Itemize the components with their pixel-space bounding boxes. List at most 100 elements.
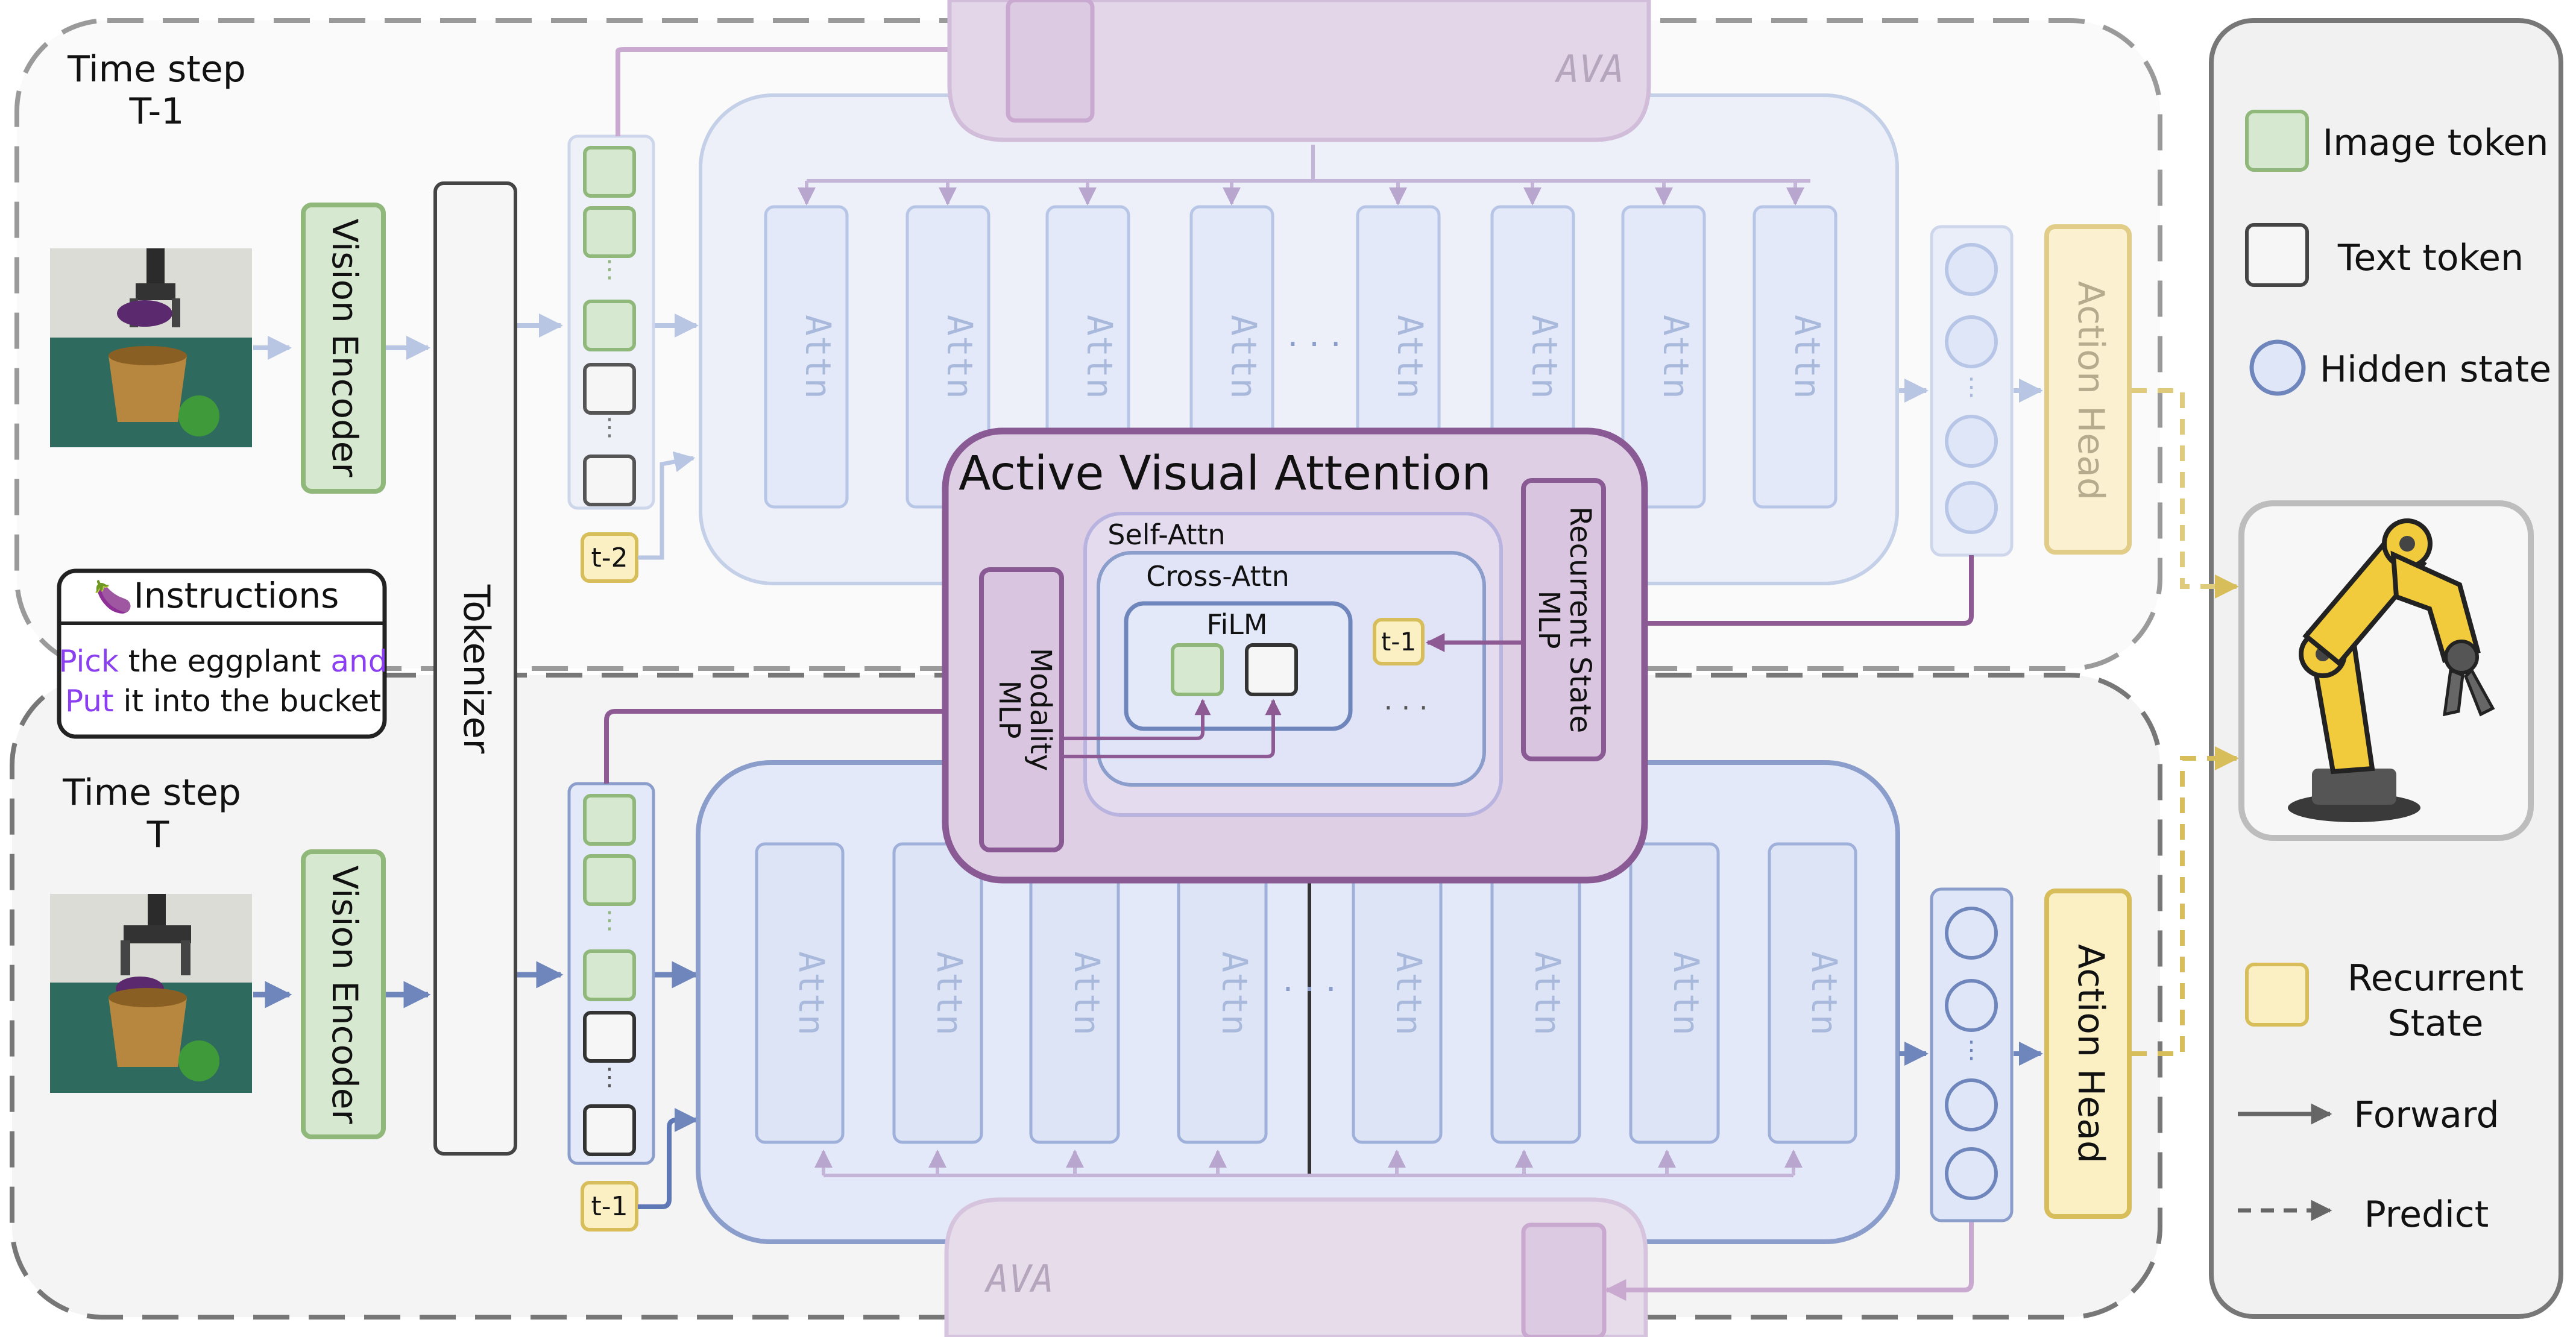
attn-block xyxy=(1629,842,1720,1144)
token-column-prev: ⋮ ⋮ xyxy=(567,134,655,510)
attn-label: Attn xyxy=(1390,315,1431,399)
recurrent-tag-prev xyxy=(581,532,638,583)
hidden-states-curr: ⋮ xyxy=(1930,887,2014,1222)
svg-text:⋮: ⋮ xyxy=(1959,1036,1983,1063)
modality-mlp-line1: Modality xyxy=(1024,648,1057,772)
recurrent-mlp-box xyxy=(1521,478,1606,761)
cross-attn-label: Cross-Attn xyxy=(1146,560,1290,593)
attn-label: Attn xyxy=(798,315,839,399)
legend-text-token-swatch xyxy=(2245,223,2309,287)
attn-label: Attn xyxy=(1223,315,1264,399)
tokenizer-block xyxy=(433,181,517,1156)
recurrent-mlp-line2: MLP xyxy=(1532,590,1566,649)
panel-prev-title-line2: T-1 xyxy=(129,90,184,133)
legend-recurrent-state-swatch xyxy=(2245,963,2309,1027)
self-attn-label: Self-Attn xyxy=(1107,518,1225,551)
robot-photo-prev xyxy=(50,248,252,447)
recurrent-tag-prev-label: t-2 xyxy=(591,543,628,573)
instruction-segment: the eggplant xyxy=(119,644,331,679)
legend: Image token Text token Hidden state Recu… xyxy=(2238,110,2551,1236)
svg-text:⋮: ⋮ xyxy=(1959,373,1983,400)
token-column-curr: ⋮ ⋮ xyxy=(567,782,655,1165)
svg-text:⋮: ⋮ xyxy=(597,414,622,441)
legend-recurrent-state-line2: State xyxy=(2388,1002,2484,1045)
attn-label: Attn xyxy=(1079,315,1120,399)
modality-mlp-box xyxy=(979,567,1064,852)
attn-block xyxy=(764,205,849,509)
vision-encoder-curr xyxy=(301,849,386,1139)
instructions-line1: Pick the eggplant and xyxy=(58,644,387,679)
attn-block xyxy=(755,842,845,1144)
ava-ghost-curr xyxy=(944,1197,1648,1337)
legend-image-token-label: Image token xyxy=(2323,122,2549,164)
attn-label: Attn xyxy=(1066,951,1107,1036)
attn-bus-prev xyxy=(798,145,1810,206)
instructions-title: Instructions xyxy=(134,575,339,616)
panel-curr-title-line1: Time step xyxy=(62,772,241,814)
tokenizer-label: Tokenizer xyxy=(455,584,497,754)
attn-blocks-prev: Attn Attn Attn Attn · · · Attn Attn Attn… xyxy=(764,205,1838,509)
ava-label-curr: AVA xyxy=(984,1257,1054,1301)
svg-text:⋮: ⋮ xyxy=(597,907,622,934)
recurrent-mlp-line1: Recurrent State xyxy=(1563,506,1597,733)
instruction-segment: Pick xyxy=(58,644,118,679)
legend-image-token-swatch xyxy=(2245,110,2309,172)
ava-label-prev: AVA xyxy=(1554,47,1624,91)
action-head-curr xyxy=(2044,889,2132,1219)
instruction-segment: Put xyxy=(65,684,114,719)
action-head-curr-label: Action Head xyxy=(2070,944,2112,1163)
ava-ghost-prev xyxy=(947,0,1651,142)
instruction-segment: and xyxy=(330,644,387,679)
legend-hidden-state-label: Hidden state xyxy=(2320,348,2551,391)
film-box xyxy=(1124,601,1353,731)
svg-text:⋮: ⋮ xyxy=(597,1063,622,1090)
instructions-line2: Put it into the bucket xyxy=(65,684,381,719)
eggplant-icon: 🍆 xyxy=(94,579,133,615)
state-tag xyxy=(1373,618,1425,665)
recurrent-tag-curr-label: t-1 xyxy=(591,1191,628,1222)
state-tag-label: t-1 xyxy=(1381,627,1416,656)
instructions-box: 🍆 Instructions Pick the eggplant and Put… xyxy=(57,568,388,739)
legend-text-token-label: Text token xyxy=(2337,237,2524,279)
modality-mlp-line2: MLP xyxy=(992,680,1026,738)
robot-photo-curr xyxy=(50,894,252,1093)
state-dots: · · · xyxy=(1384,691,1428,724)
attn-block xyxy=(1621,205,1706,509)
instruction-segment: it into the bucket xyxy=(114,684,381,719)
attn-label: Attn xyxy=(929,951,970,1036)
attn-bus-curr xyxy=(814,880,1803,1177)
ava-module-title: Active Visual Attention xyxy=(959,447,1491,501)
action-head-prev-label: Action Head xyxy=(2070,281,2112,500)
attn-block xyxy=(1768,842,1857,1144)
vision-encoder-curr-label: Vision Encoder xyxy=(324,866,365,1124)
attn-ellipsis: · · · xyxy=(1287,325,1341,364)
panel-prev-title-line1: Time step xyxy=(67,48,246,90)
panel-curr-title-line2: T xyxy=(146,814,169,856)
legend-predict-label: Predict xyxy=(2364,1194,2489,1236)
attn-label: Attn xyxy=(1214,951,1255,1036)
attn-label: Attn xyxy=(1804,951,1845,1036)
legend-hidden-state-swatch xyxy=(2249,339,2306,396)
vision-encoder-prev-label: Vision Encoder xyxy=(324,219,365,477)
attn-blocks-curr: Attn Attn Attn Attn · · · Attn Attn Attn… xyxy=(755,842,1857,1144)
svg-text:⋮: ⋮ xyxy=(597,256,622,283)
attn-label: Attn xyxy=(1527,951,1568,1036)
legend-forward-label: Forward xyxy=(2354,1094,2499,1136)
hidden-states-prev: ⋮ xyxy=(1930,225,2014,557)
film-text-token xyxy=(1245,643,1298,696)
action-head-prev xyxy=(2044,224,2132,555)
film-image-token xyxy=(1171,643,1224,696)
predict-arrows xyxy=(2131,388,2239,1056)
recurrent-tag-curr xyxy=(581,1181,638,1232)
attn-label: Attn xyxy=(1655,315,1696,399)
attn-label: Attn xyxy=(1524,315,1565,399)
robot-arm-icon xyxy=(2238,500,2534,841)
attn-label: Attn xyxy=(1388,951,1429,1036)
vision-encoder-prev xyxy=(301,203,386,494)
attn-block xyxy=(1752,205,1838,509)
ava-module: Active Visual Attention Self-Attn Cross-… xyxy=(942,427,1648,884)
attn-ellipsis: · · · xyxy=(1282,970,1336,1009)
film-label: FiLM xyxy=(1206,608,1267,641)
attn-label: Attn xyxy=(791,951,832,1036)
